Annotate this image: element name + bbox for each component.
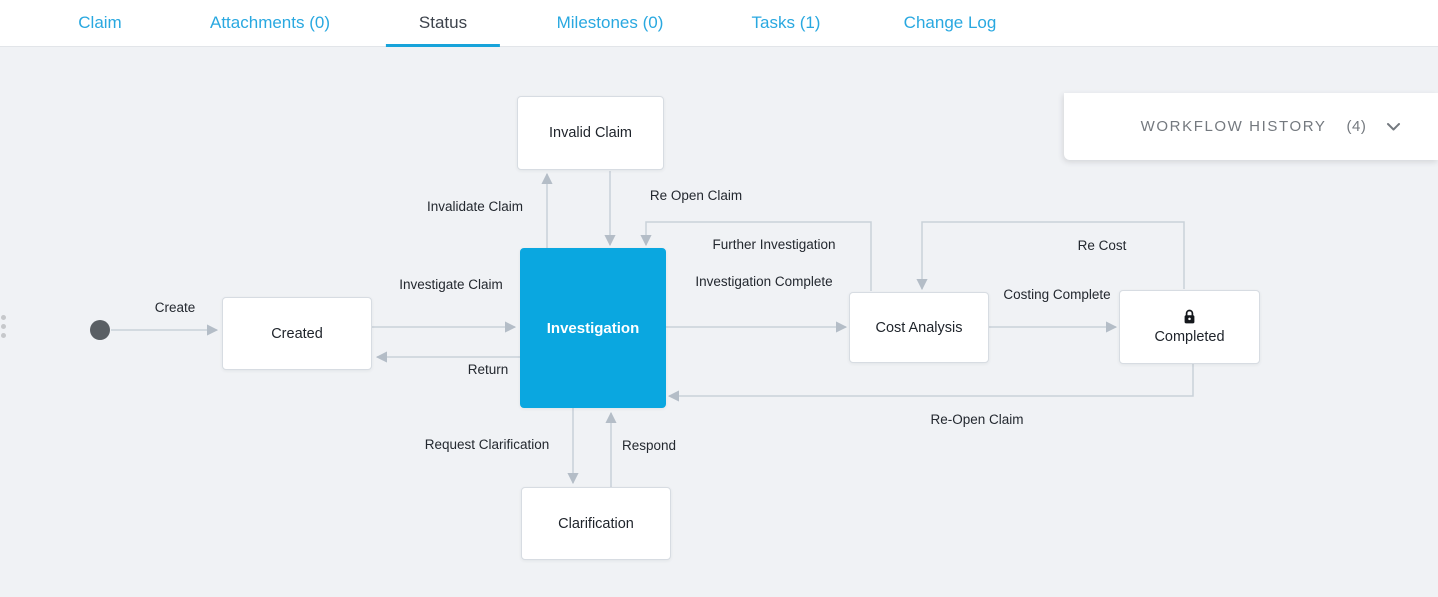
node-created-label: Created — [271, 325, 323, 342]
start-node — [90, 320, 110, 340]
edge-label-re-cost: Re Cost — [1077, 238, 1127, 253]
node-invalid-claim[interactable]: Invalid Claim — [517, 96, 664, 170]
edge-re-cost — [916, 221, 1185, 291]
node-completed[interactable]: Completed — [1119, 290, 1260, 364]
node-clarification-label: Clarification — [558, 515, 634, 532]
edge-further-investigation — [640, 221, 872, 291]
node-investigation[interactable]: Investigation — [520, 248, 666, 408]
edge-label-investigation-complete: Investigation Complete — [695, 274, 833, 289]
edge-re-open-claim-completed — [667, 364, 1194, 402]
edge-label-request-clarification: Request Clarification — [424, 437, 550, 452]
node-invalid-claim-label: Invalid Claim — [549, 125, 632, 141]
node-completed-label: Completed — [1154, 329, 1225, 345]
active-tab-indicator — [385, 44, 501, 47]
workflow-history-panel[interactable]: WORKFLOW HISTORY (4) — [1064, 93, 1438, 160]
edge-label-re-open-claim-completed: Re-Open Claim — [930, 412, 1024, 427]
workflow-connectors — [90, 171, 1194, 487]
lock-icon — [1183, 309, 1196, 325]
node-cost-analysis[interactable]: Cost Analysis — [849, 292, 989, 363]
tab-status[interactable]: Status — [385, 0, 501, 47]
edge-label-investigate-claim: Investigate Claim — [399, 277, 503, 292]
node-clarification[interactable]: Clarification — [521, 487, 671, 560]
chevron-down-icon[interactable] — [1386, 122, 1401, 132]
edge-label-create: Create — [154, 300, 196, 315]
tab-tasks[interactable]: Tasks (1) — [751, 13, 821, 32]
edge-label-re-open-claim: Re Open Claim — [649, 188, 743, 203]
edge-label-further-investigation: Further Investigation — [712, 237, 836, 252]
tab-change-log[interactable]: Change Log — [903, 13, 997, 32]
tab-attachments[interactable]: Attachments (0) — [210, 13, 330, 32]
workflow-canvas: Invalid Claim Created Investigation Cost… — [0, 47, 1438, 597]
edge-label-respond: Respond — [621, 438, 677, 453]
tab-milestones[interactable]: Milestones (0) — [556, 13, 664, 32]
edge-label-costing-complete: Costing Complete — [1003, 287, 1111, 302]
node-investigation-label: Investigation — [546, 319, 640, 337]
tab-bar: Claim Attachments (0) Status Milestones … — [0, 0, 1438, 47]
edge-label-return: Return — [467, 362, 509, 377]
vertical-dots-icon[interactable] — [1, 315, 6, 338]
node-created[interactable]: Created — [222, 297, 372, 370]
edge-label-invalidate-claim: Invalidate Claim — [426, 199, 524, 214]
workflow-history-count: (4) — [1346, 118, 1367, 135]
node-cost-analysis-label: Cost Analysis — [875, 319, 963, 336]
tab-claim[interactable]: Claim — [78, 13, 122, 32]
workflow-history-title: WORKFLOW HISTORY — [1140, 118, 1327, 135]
tab-status-label: Status — [418, 13, 468, 32]
